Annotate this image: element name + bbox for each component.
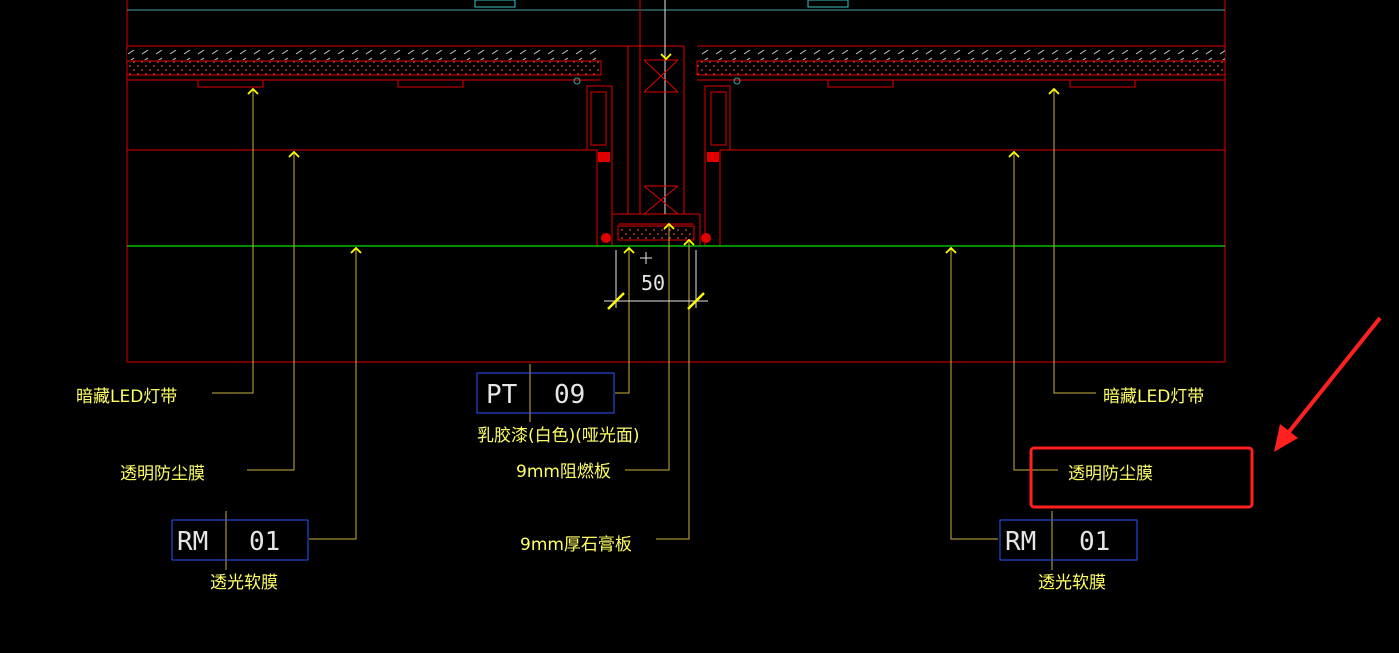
tag-rm-right: RM 01	[999, 519, 1138, 561]
leader-dust-left	[247, 153, 295, 471]
slab-layers	[126, 50, 1226, 81]
ceiling-outline	[126, 0, 1226, 363]
leader-led-left	[212, 90, 254, 394]
leader-rm-left	[309, 249, 357, 540]
tag-pt-number: 09	[554, 380, 585, 410]
leader-arrowheads	[247, 53, 1060, 254]
label-led-left: 暗藏LED灯带	[76, 387, 177, 407]
label-pt-caption: 乳胶漆(白色)(哑光面)	[477, 426, 640, 446]
leader-rm-right	[950, 249, 998, 540]
dimension-50: 50	[604, 250, 708, 310]
tag-rm-right-number: 01	[1079, 527, 1110, 557]
tag-pt: PT 09	[476, 372, 615, 414]
label-rm-caption-left: 透光软膜	[210, 573, 278, 593]
tag-pt-code: PT	[486, 380, 518, 410]
tag-rm-right-code: RM	[1005, 527, 1036, 557]
tag-rm-left-code: RM	[177, 527, 208, 557]
central-channel	[586, 0, 731, 247]
label-rm-caption-right: 透光软膜	[1038, 573, 1106, 593]
window-frames	[474, 0, 849, 8]
leader-dust-right	[1013, 153, 1058, 471]
highlight-box	[1029, 446, 1254, 509]
highlight-arrow-icon	[1274, 316, 1382, 452]
leader-pt	[615, 249, 630, 394]
led-strips	[197, 79, 1136, 88]
leader-board	[625, 226, 670, 471]
label-gypsum-9mm: 9mm厚石膏板	[520, 534, 632, 555]
channel-details	[598, 152, 719, 243]
board-hatch	[617, 225, 695, 241]
tag-rm-left: RM 01	[171, 519, 309, 561]
fixing-marks	[573, 77, 741, 85]
leader-led-right	[1053, 90, 1096, 394]
label-dust-right: 透明防尘膜	[1068, 464, 1153, 484]
annotation-labels: 暗藏LED灯带 透明防尘膜 透光软膜 乳胶漆(白色)(哑光面) 9mm阻燃板 9…	[76, 387, 1204, 593]
label-dust-left: 透明防尘膜	[120, 464, 205, 484]
dimension-value: 50	[641, 271, 665, 295]
leader-gypsum	[656, 242, 690, 540]
leader-lines	[212, 90, 1096, 570]
tag-rm-left-number: 01	[249, 527, 280, 557]
label-led-right: 暗藏LED灯带	[1103, 387, 1204, 407]
label-board-9mm: 9mm阻燃板	[516, 462, 611, 482]
